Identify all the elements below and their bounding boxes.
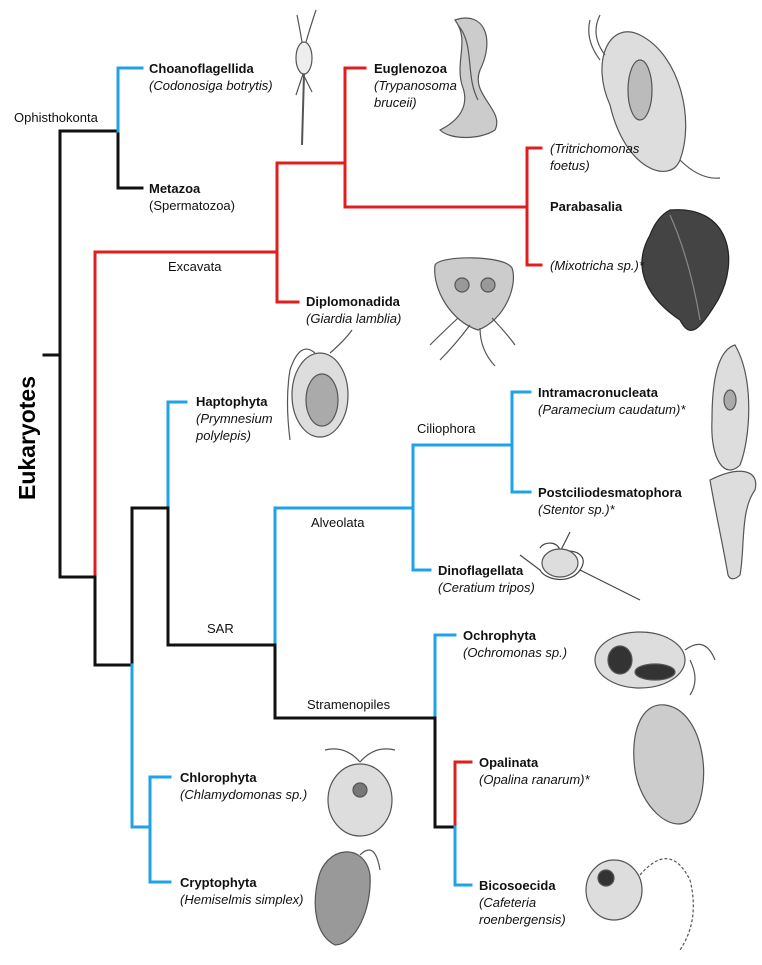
taxon-name: Parabasalia — [550, 198, 622, 215]
taxon-example: (Codonosiga botrytis) — [149, 77, 273, 94]
branch-ciliophora — [413, 445, 512, 508]
taxon-example: (Giardia lamblia) — [306, 310, 401, 327]
branch-parabasalia — [345, 163, 527, 207]
taxon-example-line1: (Cafeteria — [479, 894, 566, 911]
taxon-opalinata: Opalinata (Opalina ranarum)* — [479, 754, 590, 788]
branch-archaeplastida — [132, 665, 150, 827]
taxon-example: (Ceratium tripos) — [438, 579, 535, 596]
taxon-example: (Paramecium caudatum)* — [538, 401, 685, 418]
taxon-ochrophyta: Ochrophyta (Ochromonas sp.) — [463, 627, 567, 661]
taxon-postciliodesmatophora: Postciliodesmatophora (Stentor sp.)* — [538, 484, 682, 518]
branch-excavata-inner — [277, 163, 298, 302]
branch-euglenozoa-parabasalia — [277, 68, 365, 163]
taxon-mixotricha: (Mixotricha sp.)* — [550, 257, 644, 274]
clade-label-excavata: Excavata — [166, 259, 223, 274]
clade-label-alveolata: Alveolata — [309, 515, 366, 530]
taxon-name: Postciliodesmatophora — [538, 484, 682, 501]
taxon-example-line2: foetus) — [550, 157, 639, 174]
hemiselmis-illustration — [315, 850, 380, 945]
taxon-example: (Stentor sp.)* — [538, 501, 682, 518]
taxon-name: Opalinata — [479, 754, 590, 771]
taxon-tritrichomonas: (Tritrichomonas foetus) — [550, 140, 639, 174]
ceratium-illustration — [520, 532, 640, 600]
taxon-example: (Hemiselmis simplex) — [180, 891, 304, 908]
taxon-example-line1: (Tritrichomonas — [550, 140, 639, 157]
cafeteria-illustration — [586, 859, 693, 950]
branch-diaphoretickes — [95, 577, 132, 665]
taxon-euglenozoa: Euglenozoa (Trypanosoma bruceii) — [374, 60, 457, 111]
taxon-name: Intramacronucleata — [538, 384, 685, 401]
taxon-haptophyta: Haptophyta (Prymnesium polylepis) — [196, 393, 273, 444]
clade-label-ciliophora: Ciliophora — [415, 421, 478, 436]
taxon-parabasalia: Parabasalia — [550, 198, 622, 215]
taxon-name: Cryptophyta — [180, 874, 304, 891]
taxon-name: Metazoa — [149, 180, 235, 197]
chlamydomonas-illustration — [325, 749, 395, 836]
prymnesium-illustration — [288, 330, 353, 440]
branch-opalinata — [455, 762, 471, 827]
taxon-name: Diplomonadida — [306, 293, 401, 310]
taxon-example-line2: roenbergensis) — [479, 911, 566, 928]
branch-haptophyta — [168, 402, 186, 508]
taxon-name: Haptophyta — [196, 393, 273, 410]
taxon-dinoflagellata: Dinoflagellata (Ceratium tripos) — [438, 562, 535, 596]
taxon-example: (Spermatozoa) — [149, 197, 235, 214]
taxon-chlorophyta: Chlorophyta (Chlamydomonas sp.) — [180, 769, 307, 803]
branch-algae-tips — [150, 777, 170, 882]
branch-haptophyta-sar — [132, 508, 168, 665]
branch-choanoflagellida — [118, 68, 142, 131]
ochromonas-illustration — [595, 632, 715, 695]
taxon-metazoa: Metazoa (Spermatozoa) — [149, 180, 235, 214]
branch-ciliate-tips — [512, 392, 530, 492]
taxon-bicosoecida: Bicosoecida (Cafeteria roenbergensis) — [479, 877, 566, 928]
taxon-example-line2: polylepis) — [196, 427, 273, 444]
taxon-example: (Opalina ranarum)* — [479, 771, 590, 788]
taxon-name: Dinoflagellata — [438, 562, 535, 579]
paramecium-illustration — [712, 345, 749, 470]
taxon-cryptophyta: Cryptophyta (Hemiselmis simplex) — [180, 874, 304, 908]
branch-parabasalia-tips — [527, 148, 541, 265]
root-label: Eukaryotes — [14, 376, 41, 500]
taxon-choanoflagellida: Choanoflagellida (Codonosiga botrytis) — [149, 60, 273, 94]
taxon-example-line1: (Prymnesium — [196, 410, 273, 427]
taxon-name: Bicosoecida — [479, 877, 566, 894]
clade-label-ophisthokonta: Ophisthokonta — [12, 110, 100, 125]
taxon-example-line2: bruceii) — [374, 94, 457, 111]
branch-opalinata-bicosoecida — [435, 718, 455, 827]
giardia-illustration — [430, 258, 515, 366]
taxon-name: Chlorophyta — [180, 769, 307, 786]
branch-ophisthokonta — [60, 131, 142, 188]
mixotricha-illustration — [642, 210, 729, 331]
taxon-diplomonadida: Diplomonadida (Giardia lamblia) — [306, 293, 401, 327]
branch-ochrophyta — [435, 635, 455, 718]
clade-label-sar: SAR — [205, 621, 236, 636]
taxon-example: (Ochromonas sp.) — [463, 644, 567, 661]
taxon-name: Euglenozoa — [374, 60, 457, 77]
taxon-example: (Mixotricha sp.)* — [550, 257, 644, 274]
taxon-name: Choanoflagellida — [149, 60, 273, 77]
taxon-example: (Chlamydomonas sp.) — [180, 786, 307, 803]
taxon-name: Ochrophyta — [463, 627, 567, 644]
taxon-intramacronucleata: Intramacronucleata (Paramecium caudatum)… — [538, 384, 685, 418]
taxon-example-line1: (Trypanosoma — [374, 77, 457, 94]
codonosiga-illustration — [296, 10, 316, 145]
opalina-illustration — [634, 705, 704, 824]
clade-label-stramenopiles: Stramenopiles — [305, 697, 392, 712]
branch-bicosoecida — [455, 827, 471, 885]
stentor-illustration — [710, 471, 756, 578]
